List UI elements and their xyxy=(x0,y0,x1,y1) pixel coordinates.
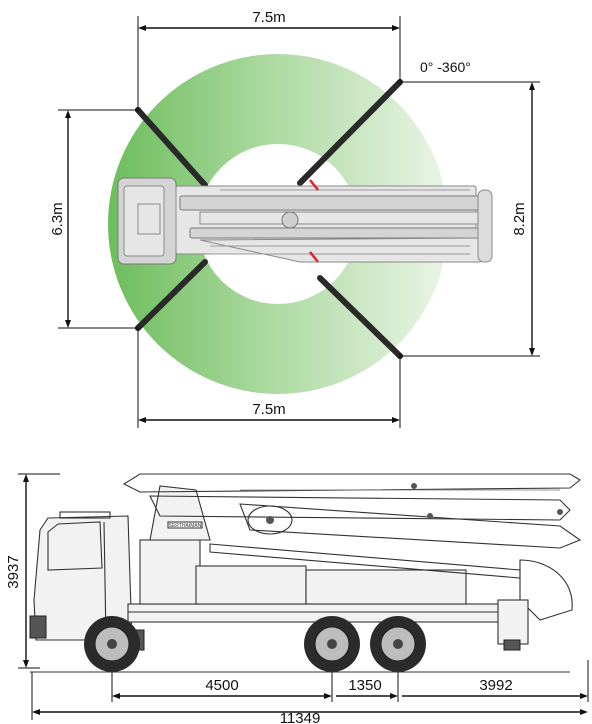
rotation-range-label: 0° -360° xyxy=(420,59,471,75)
dimension-wheelbase-front: 4500 xyxy=(205,677,238,694)
truck-cab xyxy=(29,511,133,641)
boom-tower: SERTHAIMAN xyxy=(139,485,467,605)
dimension-overall-length: 11349 xyxy=(280,710,321,724)
brand-label: SERTHAIMAN xyxy=(169,523,202,529)
dimension-rear-overhang: 3992 xyxy=(479,677,512,694)
top-view: 7.5m 7.5m 6.3m 8.2m 0° -360° xyxy=(49,9,540,428)
dimension-height: 3937 xyxy=(5,555,22,588)
folded-boom xyxy=(122,473,582,621)
rear-wheel-1 xyxy=(304,616,360,672)
dimension-wheelbase-tandem: 1350 xyxy=(348,677,381,694)
dimension-left-span: 6.3m xyxy=(49,202,66,235)
front-wheel xyxy=(84,616,140,672)
dimension-top-width: 7.5m xyxy=(252,9,285,26)
outrigger-front-left xyxy=(135,107,208,188)
outrigger-front-right xyxy=(135,259,208,331)
rear-hopper xyxy=(497,599,529,645)
dimension-bottom-width: 7.5m xyxy=(252,401,285,418)
outrigger-rear-right xyxy=(317,275,403,359)
rear-wheel-2 xyxy=(370,616,426,672)
outrigger-rear-left xyxy=(297,79,403,186)
dimension-right-span: 8.2m xyxy=(511,202,528,235)
slewing-range-ring xyxy=(108,54,448,394)
truck-top-view xyxy=(117,177,493,265)
side-view: 3937 SERTHAIMAN xyxy=(5,473,589,724)
